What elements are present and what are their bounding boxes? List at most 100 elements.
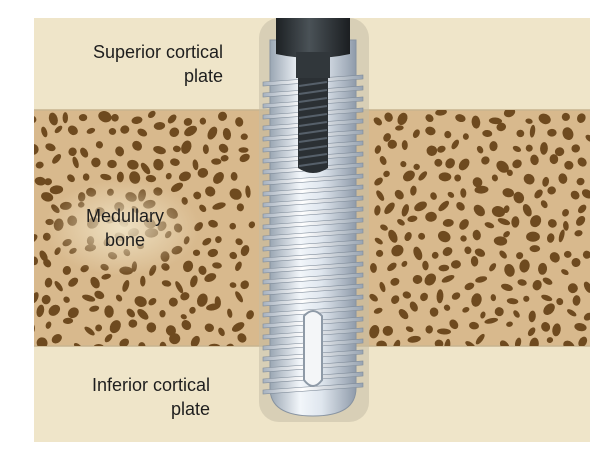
pore [374,205,381,216]
pore [522,204,532,217]
pore [412,129,420,138]
screw-thread-line [298,137,328,143]
pore [404,232,412,242]
pore [62,265,72,275]
pore [153,146,166,155]
pore [104,305,114,318]
pore [131,116,143,125]
pore [72,156,79,169]
pore [455,114,466,123]
pore [100,173,112,181]
pore [462,133,469,140]
pore [473,204,485,217]
pore [420,292,428,302]
pore [442,218,454,227]
pore [236,203,244,212]
pore [476,145,484,154]
thread-ridge [262,239,364,252]
pore [104,333,113,343]
pore [425,126,436,136]
pore [94,290,105,300]
pore [39,250,48,262]
pore [98,111,112,123]
pore [182,260,194,273]
pore [207,248,218,258]
pore [407,215,418,223]
pore [63,296,70,303]
pore [481,156,490,165]
pore [513,191,525,204]
pore [497,218,511,226]
pore [202,144,209,155]
pore [153,122,166,130]
pore [211,158,222,165]
pore [375,249,384,257]
pore [410,185,417,196]
pore [564,160,574,170]
thread-ridge [262,382,364,395]
pore [442,247,453,257]
pore [534,189,543,199]
pore [115,146,125,157]
pore [434,158,443,167]
pore [401,140,408,151]
pore [196,293,208,307]
pore [491,174,498,182]
pore [44,277,53,288]
thread-ridge [262,283,364,296]
pore [25,198,35,209]
pore [450,260,461,269]
screw-thread-line [298,97,328,103]
pore [159,341,167,346]
pore [475,276,488,283]
pore [464,246,472,255]
pore [169,333,181,345]
pore [189,306,196,314]
screw-thread-line [298,89,328,95]
pore [582,250,590,259]
pore [576,113,586,123]
pore [41,126,48,138]
pore [418,232,426,240]
pore [454,174,462,182]
pore [494,307,504,317]
pore [441,274,455,283]
pore [90,276,100,289]
pore [436,289,444,304]
implant-threads [262,74,364,395]
pore [393,339,401,346]
pore [425,325,433,334]
pore [175,281,184,294]
pore [402,291,412,299]
pore [199,117,207,125]
pore [387,139,397,149]
pore [45,143,56,152]
pore [67,125,78,136]
pore [148,297,157,306]
pore [530,215,542,228]
pore [398,309,409,320]
pore [34,115,37,123]
pore [115,294,123,302]
pore [45,321,52,329]
pore [193,191,202,200]
pore [541,322,551,332]
pore [480,311,486,319]
screw-thread-line [298,113,328,119]
pore [471,115,481,129]
pore [444,130,452,139]
pore [397,112,408,126]
pore [36,304,45,318]
label-inferior-line-1: Inferior cortical [91,375,210,395]
pore [235,261,242,271]
pore [217,111,228,121]
pore [484,222,495,229]
pore [425,114,434,123]
pore [374,177,383,186]
pore [137,308,149,320]
pore [48,112,58,126]
pore [517,279,527,286]
pore [374,237,383,245]
label-medullary-line-1: Medullary [85,206,165,226]
